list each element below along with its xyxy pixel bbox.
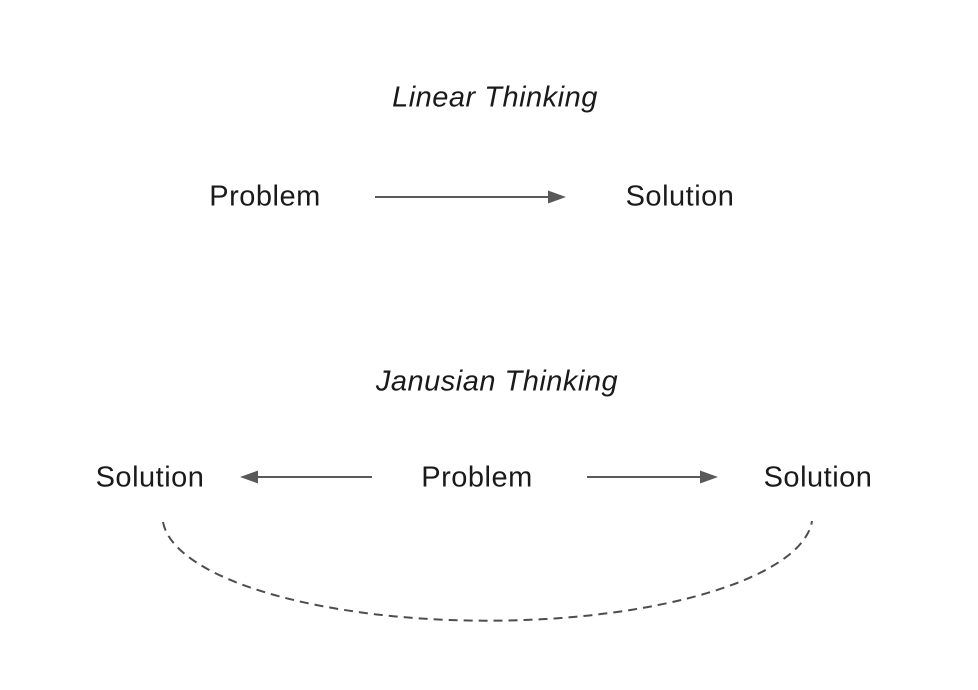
linear-thinking-title: Linear Thinking — [392, 81, 598, 114]
arrow-right-icon — [587, 470, 718, 484]
problem-node: Problem — [421, 461, 533, 494]
solution-left-node: Solution — [95, 461, 205, 494]
problem-node: Problem — [209, 180, 321, 213]
solution-node: Solution — [625, 180, 735, 213]
dashed-curve — [162, 520, 813, 622]
arrow-right-icon — [375, 190, 566, 204]
arrow-left-icon — [240, 470, 372, 484]
solution-right-node: Solution — [763, 461, 873, 494]
janusian-thinking-title: Janusian Thinking — [375, 365, 619, 398]
